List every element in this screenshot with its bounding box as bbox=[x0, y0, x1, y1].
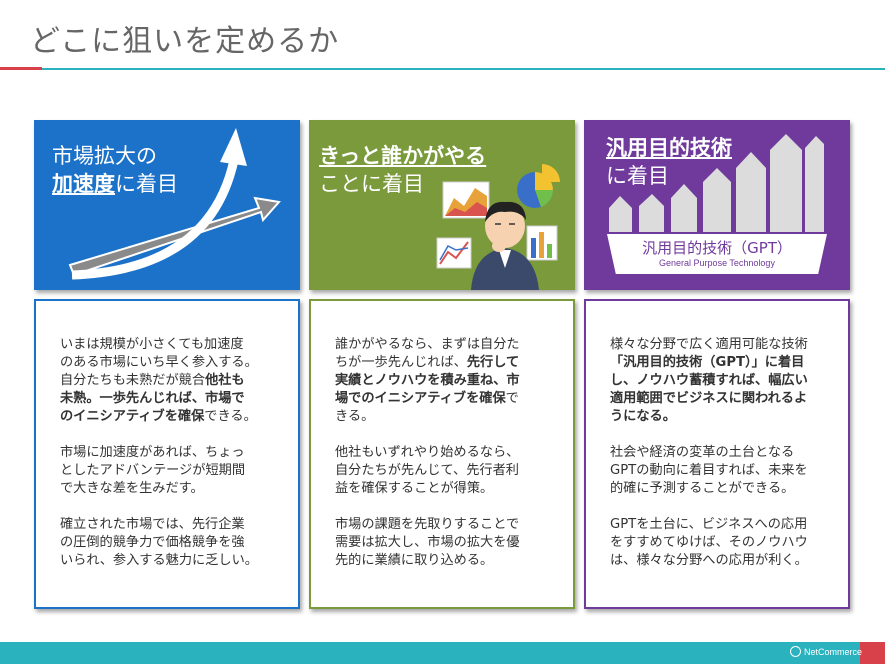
card-paragraph: 市場の課題を先取りすることで 需要は拡大し、市場の拡大を優 先的に業績に取り込め… bbox=[335, 517, 520, 568]
panel-heading-line2: に着目 bbox=[606, 164, 669, 188]
card-acceleration: いまは規模が小さくても加速度 のある市場にいち早く参入する。 自分たちも未熟だが… bbox=[34, 299, 300, 609]
panel-someone-will-do: きっと誰かがやる ことに着目 bbox=[309, 120, 575, 290]
area-chart-icon bbox=[442, 181, 490, 219]
card-paragraph: 市場に加速度があれば、ちょっ としたアドバンテージが短期間 で大きな差を生みだす… bbox=[60, 445, 246, 496]
line-chart-icon bbox=[436, 237, 472, 269]
footer-accent bbox=[860, 642, 885, 664]
card-someone-will-do: 誰かがやるなら、まずは自分た ちが一歩先んじれば、先行して 実績とノウハウを積み… bbox=[309, 299, 575, 609]
linear-arrow-icon bbox=[68, 196, 281, 277]
card-paragraph: 確立された市場では、先行企業 の圧倒的競争力で価格競争を強 いられ、参入する魅力… bbox=[60, 517, 258, 568]
panel-heading-emphasis: きっと誰かがやる bbox=[319, 144, 487, 168]
logo-text: NetCommerce bbox=[804, 646, 863, 657]
panel-heading-line1: 市場拡大の bbox=[52, 144, 157, 168]
panel-heading-emphasis: 加速度 bbox=[52, 172, 115, 196]
panel-heading-emphasis: 汎用目的技術 bbox=[606, 136, 732, 160]
card-paragraph: GPTを土台に、ビジネスへの応用 をすすめてゆけば、そのノウハウ は、様々な分野… bbox=[610, 517, 808, 568]
gpt-label-main: 汎用目的技術（GPT） bbox=[642, 239, 792, 257]
footer-bar bbox=[0, 642, 885, 664]
gpt-label-sub: General Purpose Technology bbox=[659, 258, 775, 268]
card-paragraph: 誰かがやるなら、まずは自分た ちが一歩先んじれば、先行して 実績とノウハウを積み… bbox=[335, 337, 520, 424]
rising-houses-graphic bbox=[609, 134, 824, 232]
panel-acceleration: 市場拡大の 加速度に着目 bbox=[34, 120, 300, 290]
panel-gpt: 汎用目的技術 に着目 汎用目的技術（GPT） General Purpose T… bbox=[584, 120, 850, 290]
card-paragraph: 様々な分野で広く適用可能な技術 「汎用目的技術（GPT）」に着目 し、ノウハウ蓄… bbox=[610, 337, 808, 424]
thinking-person-icon bbox=[471, 201, 539, 290]
card-paragraph: 社会や経済の変革の土台となる GPTの動向に着目すれば、未来を 的確に予測するこ… bbox=[610, 445, 808, 496]
card-paragraph: いまは規模が小さくても加速度 のある市場にいち早く参入する。 自分たちも未熟だが… bbox=[60, 337, 258, 424]
card-gpt: 様々な分野で広く適用可能な技術 「汎用目的技術（GPT）」に着目 し、ノウハウ蓄… bbox=[584, 299, 850, 609]
slide-title: どこに狙いを定めるか bbox=[30, 24, 340, 59]
title-underline bbox=[0, 68, 885, 70]
panel-heading-line2: ことに着目 bbox=[319, 172, 424, 196]
panel-heading-rest: に着目 bbox=[115, 172, 178, 196]
gpt-label-banner: 汎用目的技術（GPT） General Purpose Technology bbox=[607, 234, 827, 274]
panel-someone-heading: きっと誰かがやる ことに着目 bbox=[319, 142, 486, 198]
bar-chart-icon bbox=[526, 225, 558, 261]
card-paragraph: 他社もいずれやり始めるなら、 自分たちが先んじて、先行者利 益を確保することが得… bbox=[335, 445, 520, 496]
company-logo: NetCommerce bbox=[790, 646, 862, 657]
pie-chart-icon bbox=[517, 164, 560, 208]
panel-acceleration-heading: 市場拡大の 加速度に着目 bbox=[52, 142, 178, 198]
logo-icon bbox=[790, 646, 801, 657]
thinking-person-graphic bbox=[436, 164, 560, 290]
growth-arrows-graphic bbox=[68, 128, 281, 280]
exponential-arrow-icon bbox=[71, 159, 239, 280]
title-accent bbox=[0, 67, 42, 70]
panel-gpt-heading: 汎用目的技術 に着目 bbox=[606, 134, 732, 190]
